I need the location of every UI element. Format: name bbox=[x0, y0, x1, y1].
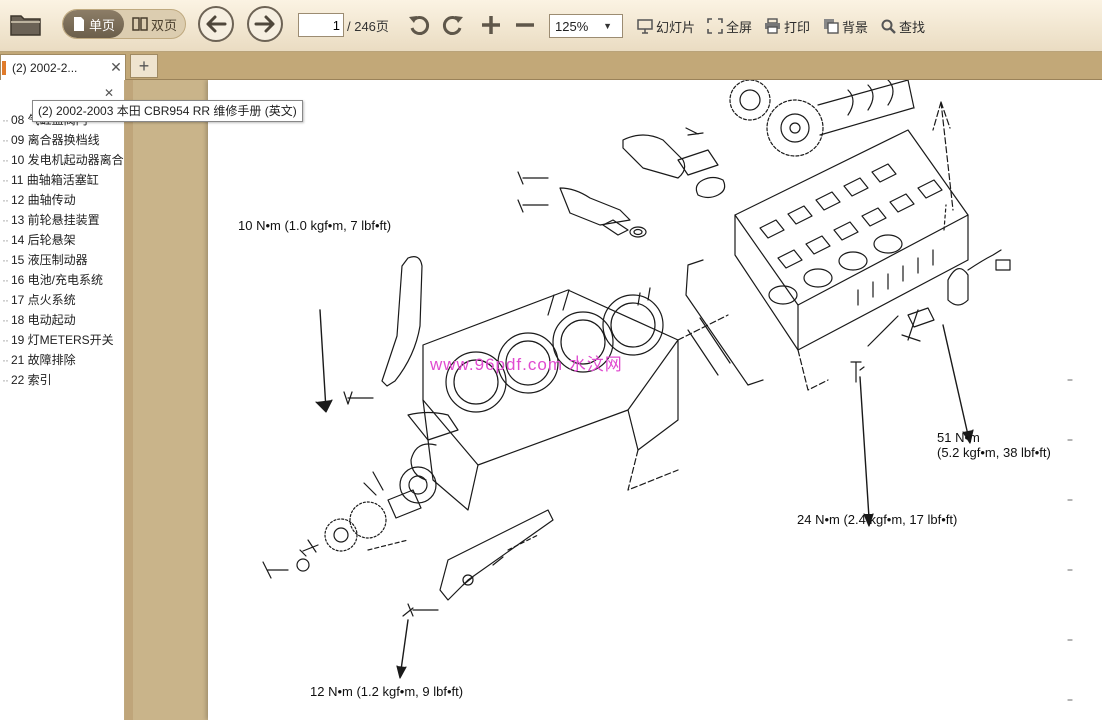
slideshow-icon bbox=[637, 19, 653, 34]
sidebar-header: ✕ bbox=[0, 80, 124, 110]
single-page-button[interactable]: 单页 bbox=[63, 10, 124, 38]
outline-item[interactable]: ··21 故障排除 bbox=[2, 353, 76, 367]
background-icon bbox=[824, 19, 839, 34]
zoom-out-button[interactable] bbox=[511, 11, 539, 39]
previous-page-button[interactable] bbox=[198, 6, 234, 42]
folder-icon bbox=[10, 15, 41, 36]
outline-list: ··08 气缸盖阀门 ··09 离合器换档线 ··10 发电机起动器离合 ··1… bbox=[0, 110, 124, 390]
torque-callout-24nm: 24 N•m (2.4 kgf•m, 17 lbf•ft) bbox=[797, 512, 958, 527]
tab-bar: (2) 2002-2... ✕ + bbox=[0, 52, 1102, 80]
pdf-page: 10 N•m (1.0 kgf•m, 7 lbf•ft) 51 N•m (5.2… bbox=[208, 80, 1102, 720]
outline-item[interactable]: ··15 液压制动器 bbox=[2, 253, 88, 267]
page-total-label: / 246页 bbox=[347, 18, 389, 34]
next-page-button[interactable] bbox=[247, 6, 283, 42]
arrow-left-icon bbox=[206, 15, 227, 33]
outline-sidebar: ✕ ··08 气缸盖阀门 ··09 离合器换档线 ··10 发电机起动器离合 ·… bbox=[0, 80, 125, 720]
plus-icon bbox=[482, 16, 500, 34]
torque-callout-51nm-line1: 51 N•m bbox=[937, 430, 980, 445]
single-page-icon bbox=[73, 17, 84, 31]
fullscreen-icon bbox=[707, 18, 723, 34]
double-page-icon bbox=[132, 17, 148, 31]
document-viewport: 10 N•m (1.0 kgf•m, 7 lbf•ft) 51 N•m (5.2… bbox=[133, 80, 1102, 720]
background-button[interactable]: 背景 bbox=[823, 15, 868, 37]
rotate-left-button[interactable] bbox=[405, 11, 433, 39]
rotate-right-icon bbox=[442, 16, 463, 35]
outline-item[interactable]: ··09 离合器换档线 bbox=[2, 133, 100, 147]
sidebar-splitter[interactable] bbox=[125, 80, 133, 720]
fullscreen-button[interactable]: 全屏 bbox=[707, 15, 752, 37]
rotate-left-icon bbox=[409, 16, 430, 35]
document-tab-label: (2) 2002-2... bbox=[12, 60, 78, 75]
find-label: 查找 bbox=[899, 19, 926, 35]
toolbar: 单页 双页 / 246页 125% ▼ 幻灯片 全屏 bbox=[0, 0, 1102, 52]
minus-icon bbox=[516, 23, 534, 27]
document-tab[interactable]: (2) 2002-2... ✕ bbox=[0, 54, 126, 80]
outline-item[interactable]: ··18 电动起动 bbox=[2, 313, 76, 327]
torque-callout-51nm: 51 N•m (5.2 kgf•m, 38 lbf•ft) bbox=[937, 430, 1051, 460]
outline-item[interactable]: ··17 点火系统 bbox=[2, 293, 76, 307]
outline-item[interactable]: ··13 前轮悬挂装置 bbox=[2, 213, 100, 227]
print-button[interactable]: 打印 bbox=[764, 15, 810, 37]
page-navigator: / 246页 bbox=[298, 13, 389, 37]
outline-item[interactable]: ··14 后轮悬架 bbox=[2, 233, 76, 247]
engine-exploded-diagram bbox=[262, 80, 1073, 701]
print-label: 打印 bbox=[784, 19, 811, 35]
rotate-right-button[interactable] bbox=[439, 11, 467, 39]
outline-item[interactable]: ··16 电池/充电系统 bbox=[2, 273, 104, 287]
slideshow-button[interactable]: 幻灯片 bbox=[637, 15, 695, 37]
chevron-down-icon: ▼ bbox=[603, 21, 613, 31]
search-icon bbox=[881, 19, 896, 34]
printer-icon bbox=[765, 18, 780, 34]
background-label: 背景 bbox=[842, 19, 869, 35]
zoom-select[interactable]: 125% ▼ bbox=[549, 14, 623, 38]
arrow-right-icon bbox=[254, 15, 275, 33]
single-page-label: 单页 bbox=[88, 17, 115, 33]
close-sidebar-icon[interactable]: ✕ bbox=[103, 86, 114, 100]
outline-item[interactable]: ··22 索引 bbox=[2, 373, 52, 387]
outline-item[interactable]: ··10 发电机起动器离合 bbox=[2, 153, 124, 167]
close-tab-icon[interactable]: ✕ bbox=[110, 59, 122, 75]
fullscreen-label: 全屏 bbox=[726, 19, 753, 35]
zoom-value: 125% bbox=[555, 18, 589, 34]
outline-item[interactable]: ··12 曲轴传动 bbox=[2, 193, 76, 207]
view-mode-toggle: 单页 双页 bbox=[62, 9, 186, 39]
plus-icon: + bbox=[138, 55, 150, 76]
tab-tooltip: (2) 2002-2003 本田 CBR954 RR 维修手册 (英文) bbox=[32, 100, 303, 122]
torque-callout-10nm: 10 N•m (1.0 kgf•m, 7 lbf•ft) bbox=[238, 218, 392, 233]
watermark-text: www.96pdf.com 水汶网 bbox=[430, 355, 623, 374]
tab-marker bbox=[2, 60, 6, 75]
torque-callout-51nm-line2: (5.2 kgf•m, 38 lbf•ft) bbox=[937, 445, 1051, 460]
new-tab-button[interactable]: + bbox=[130, 54, 158, 78]
outline-item[interactable]: ··11 曲轴箱活塞缸 bbox=[2, 173, 99, 187]
double-page-label: 双页 bbox=[150, 17, 177, 33]
torque-callout-12nm: 12 N•m (1.2 kgf•m, 9 lbf•ft) bbox=[310, 684, 464, 699]
slideshow-label: 幻灯片 bbox=[656, 19, 696, 35]
double-page-button[interactable]: 双页 bbox=[124, 10, 185, 38]
find-button[interactable]: 查找 bbox=[881, 15, 925, 37]
zoom-in-button[interactable] bbox=[477, 11, 505, 39]
outline-item[interactable]: ··19 灯METERS开关 bbox=[2, 333, 114, 347]
open-folder-button[interactable] bbox=[8, 8, 44, 40]
page-number-input[interactable] bbox=[298, 13, 344, 37]
